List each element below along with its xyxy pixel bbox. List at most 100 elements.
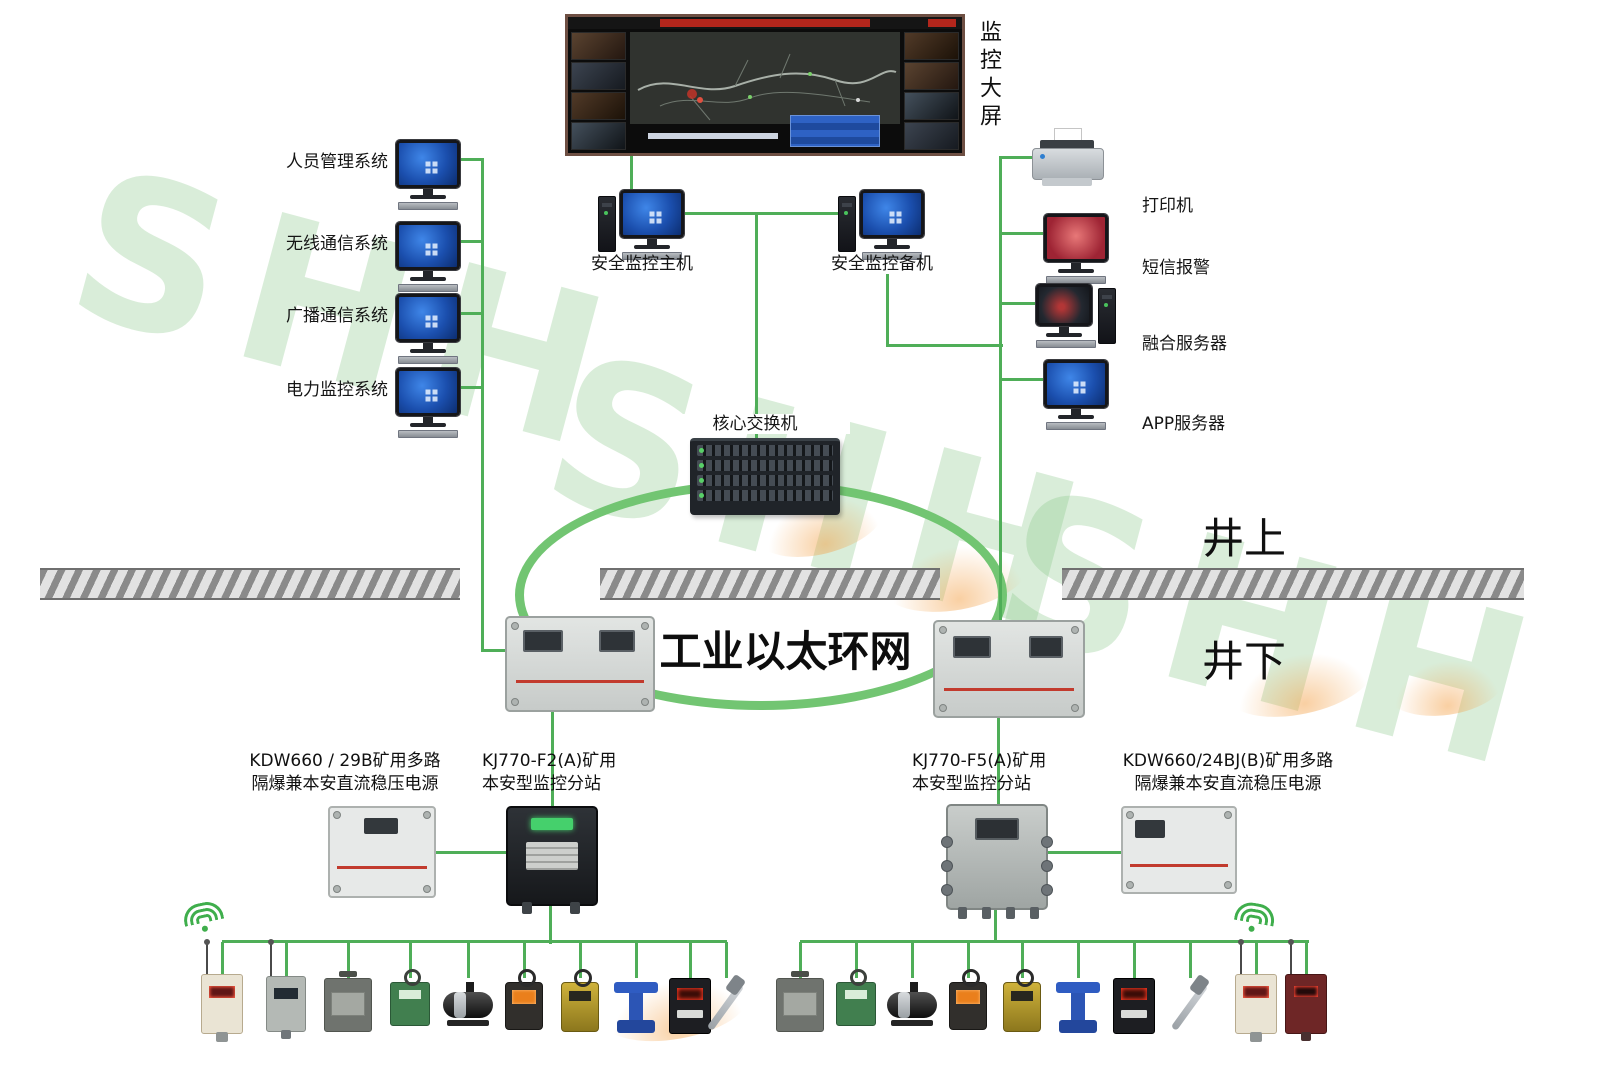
printer-button: [1040, 154, 1045, 159]
left-power-supply-device: [328, 806, 436, 898]
fusion-server-label: 融合服务器: [1142, 334, 1227, 354]
sensor-part: [677, 1010, 703, 1018]
cable-gland: [1041, 860, 1053, 872]
sensor-display: [209, 986, 235, 998]
substation-window: [523, 630, 563, 652]
connection-line: [549, 898, 552, 944]
connection-line: [997, 712, 1000, 808]
camera-feed-thumbnail: [571, 92, 626, 120]
substation-display: [531, 818, 573, 830]
bolt: [511, 622, 519, 630]
host-monitor: [860, 190, 924, 260]
broadcast-system-computer: [396, 294, 460, 364]
connection-line: [481, 158, 484, 652]
cable-hanger: [1162, 952, 1218, 1057]
substation-red-stripe: [515, 680, 645, 683]
monitor-screen: [620, 190, 684, 238]
methane-sensor-green: [828, 952, 884, 1057]
wireless-sensor-gray: [258, 939, 314, 1057]
terminal-row: [336, 800, 428, 807]
psu-red-stripe: [337, 866, 427, 869]
bolt: [641, 622, 649, 630]
sensor-display: [783, 992, 817, 1016]
sensor-display: [512, 990, 536, 1004]
connection-line: [755, 212, 758, 438]
left-substation-device: [506, 806, 598, 914]
connection-line: [630, 155, 633, 192]
pressure-device-blue: [1050, 952, 1106, 1057]
sensor-drop-line: [911, 942, 914, 978]
substation-window: [1029, 636, 1063, 658]
monitor-screen: [1044, 214, 1108, 262]
keyboard: [398, 356, 458, 364]
connection-line: [460, 158, 483, 161]
monitor-screen: [1036, 284, 1092, 326]
sensor-drop-line: [1077, 942, 1080, 978]
monitor-screen: [396, 368, 460, 416]
dust-sensor-box: [320, 952, 376, 1057]
sensor-display: [1243, 986, 1269, 998]
antenna: [466, 982, 474, 994]
antenna: [204, 939, 210, 976]
label-line: KJ770-F5(A)矿用: [912, 751, 1047, 771]
cable-gland: [1030, 907, 1039, 919]
sensor-display: [454, 992, 466, 1018]
cable-gland: [941, 836, 953, 848]
methane-sensor-green: [382, 952, 438, 1057]
cable-gland: [522, 902, 532, 914]
sensor-display: [845, 990, 867, 999]
sensor-drop-line: [221, 942, 224, 978]
monitor-base: [1058, 269, 1094, 273]
sensor-drop-line: [1305, 942, 1308, 978]
sensor-body: [443, 992, 493, 1018]
connection-line: [1044, 851, 1121, 854]
label-line: 本安型监控分站: [912, 774, 1031, 794]
sensor-part: [518, 969, 536, 987]
connection-line: [481, 649, 509, 652]
keyboard: [398, 430, 458, 438]
bolt: [423, 811, 431, 819]
sensor-drop-line: [1189, 942, 1192, 978]
sensor-display: [956, 990, 980, 1004]
ring-network-label: 工业以太环网: [659, 627, 912, 676]
wireless-comm-system-computer: [396, 222, 460, 292]
windows-logo-icon: [425, 161, 431, 167]
substation-display: [975, 818, 1019, 840]
connection-line: [432, 851, 506, 854]
sensor-part: [1121, 1010, 1147, 1018]
bolt: [511, 698, 519, 706]
cable-gland: [1006, 907, 1015, 919]
sensor-body: [561, 982, 599, 1032]
substation-red-stripe: [943, 688, 1075, 691]
sensor-body: [266, 976, 306, 1032]
cable-gland: [941, 884, 953, 896]
sensor-part: [1301, 1032, 1311, 1041]
mine-map-display: [630, 32, 900, 124]
sensor-drop-line: [725, 942, 728, 978]
windows-logo-icon: [425, 243, 431, 249]
left-substation-label: KJ770-F2(A)矿用 本安型监控分站: [482, 750, 672, 796]
monitor-screen: [860, 190, 924, 238]
power-monitoring-system-label: 电力监控系统: [286, 380, 388, 400]
label-line: KDW660/24BJ(B)矿用多路: [1122, 751, 1334, 771]
camera-feed-thumbnail: [904, 92, 959, 120]
monitor-base: [410, 195, 446, 199]
keyboard: [398, 202, 458, 210]
right-power-supply-device: [1121, 806, 1237, 894]
camera-feed-thumbnail: [904, 122, 959, 150]
personnel-system-label: 人员管理系统: [286, 152, 388, 172]
video-wall-banner: [568, 17, 962, 29]
core-switch-label: 核心交换机: [660, 414, 850, 434]
flow-sensor-cylinder: [884, 952, 940, 1057]
safety-monitoring-backup-host: [838, 190, 930, 270]
sensor-body: [201, 974, 243, 1034]
switch-port-row: [697, 490, 833, 501]
sensor-display: [569, 991, 591, 1001]
monitor-base: [410, 277, 446, 281]
sensor-body: [390, 982, 430, 1026]
sensor-drop-line: [523, 942, 526, 978]
sensor-body: [669, 978, 711, 1034]
connection-line: [1000, 156, 1034, 159]
sensor-drop-line: [967, 942, 970, 978]
psu-red-stripe: [1130, 864, 1228, 867]
